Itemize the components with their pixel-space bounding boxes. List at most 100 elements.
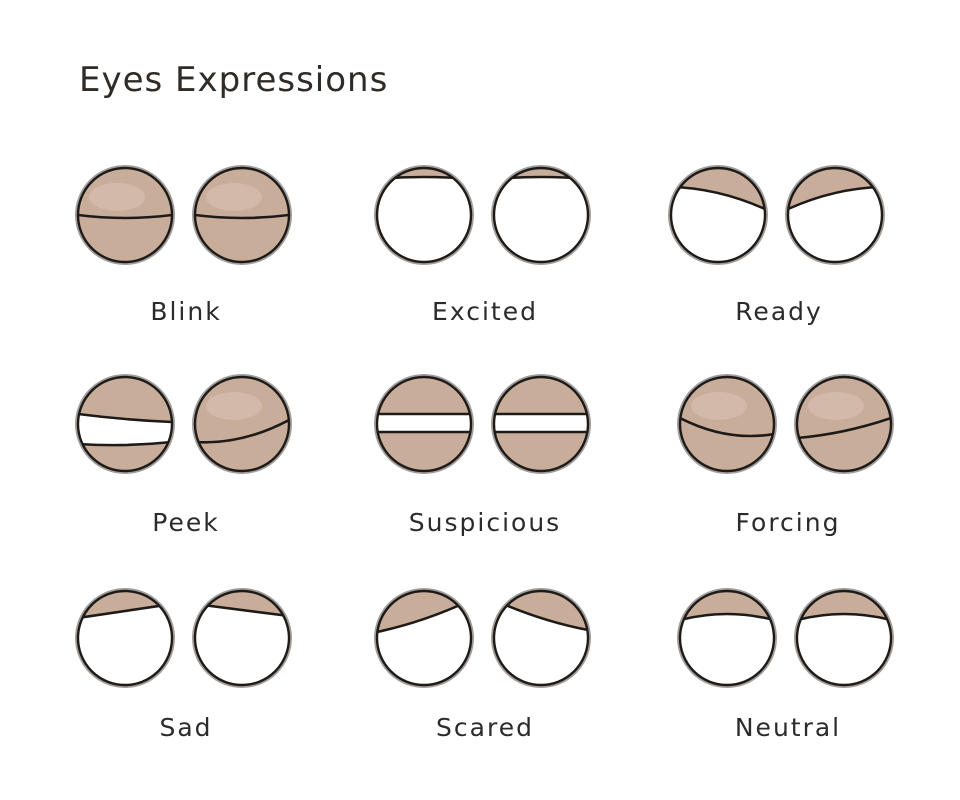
expression-label: Scared [436, 713, 534, 742]
lid-line [78, 440, 172, 447]
eyes-blink-illustration [75, 165, 292, 265]
eye-rim [374, 588, 474, 688]
eye-rim [677, 374, 777, 474]
eyes-peek-illustration [75, 374, 292, 474]
lower-eyelid [494, 424, 588, 471]
eye-outline [678, 589, 776, 687]
expression-label: Forcing [735, 508, 841, 537]
right-eye [794, 588, 894, 688]
expression-label: Excited [432, 297, 538, 326]
eye-outline [375, 375, 473, 473]
eye-white [195, 591, 289, 685]
eye-outline [492, 589, 590, 687]
eye-outline [492, 375, 590, 473]
eye-outline [492, 166, 590, 264]
eye-rim [668, 165, 768, 265]
eye-outline [193, 166, 291, 264]
left-eye [374, 374, 474, 474]
eyes-scared-illustration [374, 588, 591, 688]
eye-rim [75, 165, 175, 265]
expression-forcing: Forcing [677, 372, 960, 562]
right-eye [192, 588, 292, 688]
eye-outline [795, 589, 893, 687]
right-eye [785, 165, 885, 265]
left-eye [75, 374, 175, 474]
expression-neutral: Neutral [677, 586, 960, 776]
upper-eyelid [195, 591, 289, 638]
eyes-ready-illustration [668, 165, 885, 265]
lid-line [680, 416, 774, 438]
left-eye [677, 374, 777, 474]
eye-outline [678, 375, 776, 473]
expression-blink: Blink [75, 163, 376, 353]
lower-eyelid [78, 424, 172, 471]
lower-eyelid [377, 424, 471, 471]
eye-outline [193, 375, 291, 473]
eye-outline [76, 166, 174, 264]
eye-outline [76, 375, 174, 473]
eye-rim [192, 165, 292, 265]
eyes-suspicious-illustration [374, 374, 591, 474]
expression-label: Blink [150, 297, 222, 326]
left-eye [374, 588, 474, 688]
eye-outline [375, 589, 473, 687]
upper-eyelid [78, 377, 172, 424]
eye-outline [786, 166, 884, 264]
eye-rim [677, 588, 777, 688]
eye-rim [374, 374, 474, 474]
eye-rim [374, 165, 474, 265]
eye-rim [75, 588, 175, 688]
right-eye [491, 374, 591, 474]
eye-outline [76, 589, 174, 687]
eye-rim [491, 588, 591, 688]
left-eye [374, 165, 474, 265]
expression-label: Suspicious [408, 508, 562, 537]
lid-line [78, 412, 172, 424]
eye-rim [785, 165, 885, 265]
left-eye [677, 588, 777, 688]
upper-eyelid [494, 377, 588, 424]
upper-eyelid [680, 591, 774, 638]
right-eye [794, 374, 894, 474]
lid-line [680, 612, 774, 622]
eye-white [494, 168, 588, 262]
lid-line [797, 416, 891, 440]
upper-eyelid [797, 591, 891, 638]
right-eye [192, 165, 292, 265]
upper-eyelid [494, 591, 588, 638]
eye-rim [491, 165, 591, 265]
right-eye [192, 374, 292, 474]
expression-excited: Excited [374, 163, 675, 353]
eye-rim [794, 374, 894, 474]
expression-suspicious: Suspicious [374, 372, 675, 562]
eye-outline [795, 375, 893, 473]
right-eye [491, 588, 591, 688]
upper-eyelid [78, 591, 172, 638]
eyes-sad-illustration [75, 588, 292, 688]
eye-outline [193, 589, 291, 687]
expression-label: Peek [152, 508, 220, 537]
upper-eyelid [377, 377, 471, 424]
lid-line [195, 418, 289, 444]
expression-label: Ready [735, 297, 823, 326]
eye-outline [375, 166, 473, 264]
expression-ready: Ready [668, 163, 960, 353]
left-eye [75, 588, 175, 688]
eye-rim [794, 588, 894, 688]
eye-rim [192, 374, 292, 474]
left-eye [75, 165, 175, 265]
expression-peek: Peek [75, 372, 376, 562]
upper-eyelid [788, 168, 882, 215]
eye-rim [192, 588, 292, 688]
eyes-neutral-illustration [677, 588, 894, 688]
lid-line [195, 213, 289, 220]
eye-white [377, 168, 471, 262]
lid-line [797, 612, 891, 622]
eyes-forcing-illustration [677, 374, 894, 474]
left-eye [668, 165, 768, 265]
upper-eyelid [671, 168, 765, 215]
lid-line [78, 213, 172, 220]
right-eye [491, 165, 591, 265]
expression-label: Neutral [734, 713, 842, 742]
